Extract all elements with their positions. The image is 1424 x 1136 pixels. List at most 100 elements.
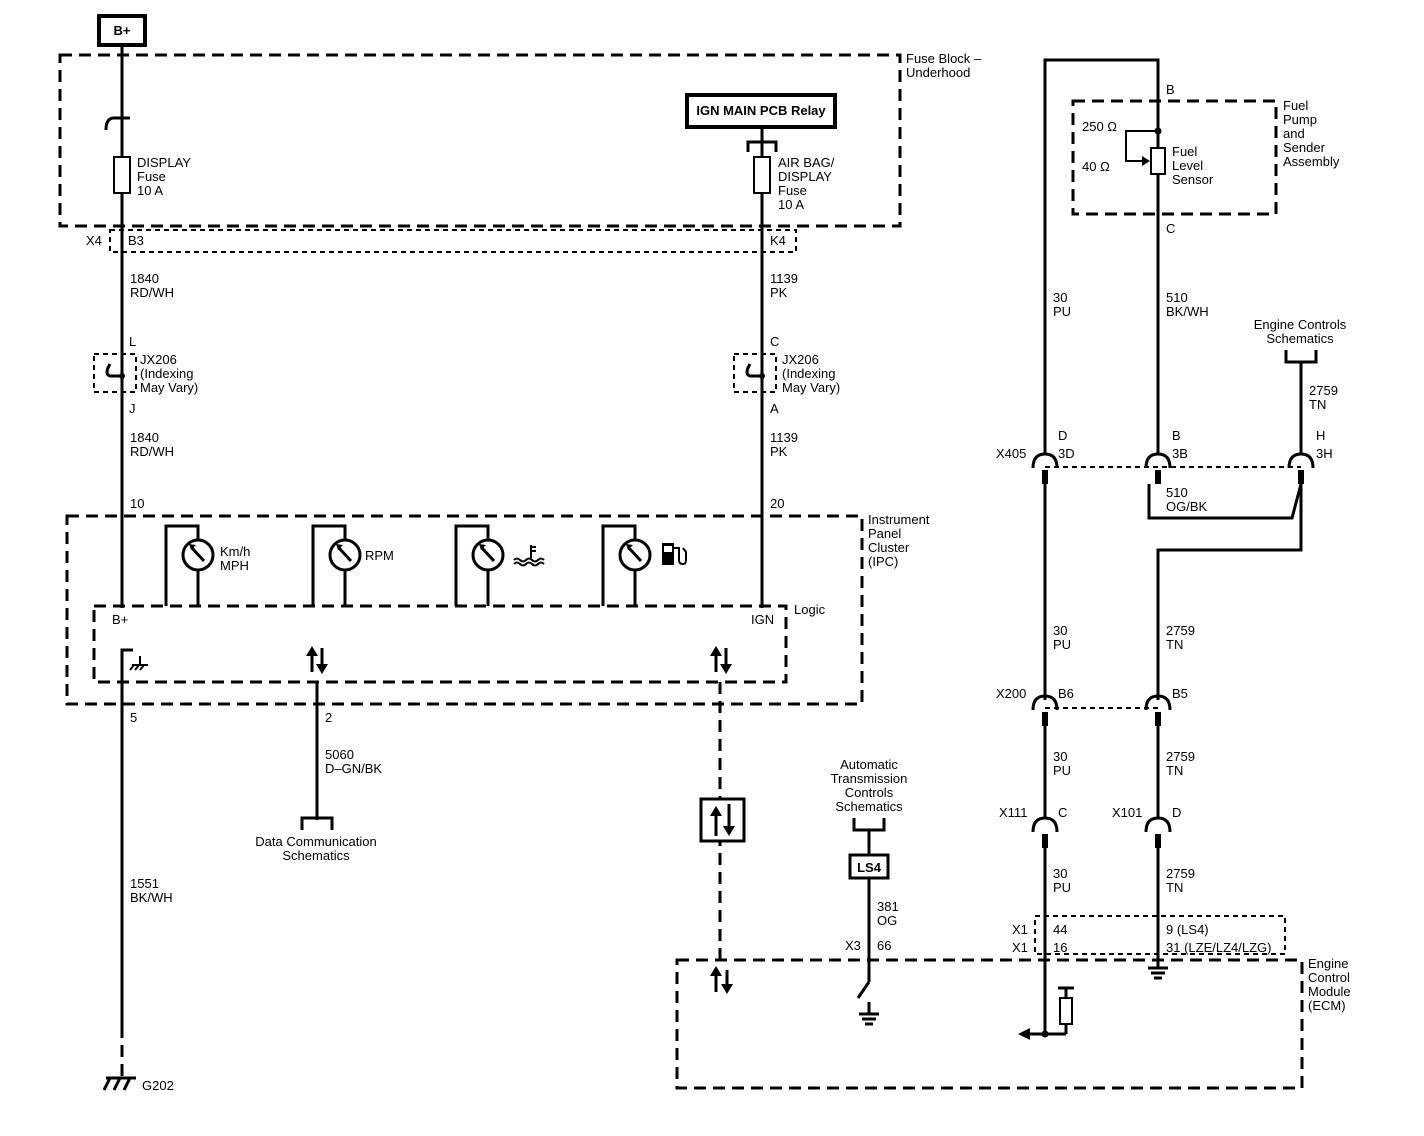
x200-terminals — [1031, 694, 1172, 726]
x405-pin-3h: 3H — [1316, 446, 1333, 461]
fuel-sensor-r-low: 40 Ω — [1082, 159, 1110, 174]
ecm-x3-pin-66: 66 — [877, 938, 891, 953]
ipc-internal-ground-icon — [129, 656, 148, 671]
w2759-color-b: TN — [1166, 637, 1183, 652]
w510b-color: OG/BK — [1166, 499, 1208, 514]
ecm-pin-44: 44 — [1053, 922, 1067, 937]
ecm-label-3: Module — [1308, 984, 1351, 999]
fuel-pump-pin-c: C — [1166, 221, 1175, 236]
fuel-sensor-label-2: Level — [1172, 158, 1203, 173]
ipc-pin-5: 5 — [130, 710, 137, 725]
relay-label: IGN MAIN PCB Relay — [696, 103, 826, 118]
ipc-data-bidirectional-icon — [306, 646, 328, 674]
coolant-temp-gauge — [454, 524, 505, 606]
splice-right-name-1: JX206 — [782, 352, 819, 367]
x405-label: X405 — [996, 446, 1026, 461]
airbag-fuse-label-2: DISPLAY — [778, 169, 832, 184]
fuse-block-label-2: Underhood — [906, 65, 970, 80]
splice-left-bottom: J — [129, 401, 136, 416]
w1139-color-a: PK — [770, 285, 788, 300]
display-fuse — [113, 156, 131, 194]
display-fuse-label-3: 10 A — [137, 183, 163, 198]
splice-left-top: L — [129, 334, 136, 349]
ipc-boundary — [65, 514, 864, 706]
w2759-num-a: 2759 — [1309, 383, 1338, 398]
ecm-pullup-resistor — [1059, 997, 1073, 1025]
ipc-logic-box — [92, 604, 788, 684]
w510a-color: BK/WH — [1166, 304, 1209, 319]
airbag-fuse-label-3: Fuse — [778, 183, 807, 198]
w2759-color-c: TN — [1166, 763, 1183, 778]
bplus-label: B+ — [114, 23, 131, 38]
serial-data-inline-box — [699, 797, 746, 843]
w1840-color-b: RD/WH — [130, 444, 174, 459]
splice-jx206-left — [93, 353, 137, 393]
display-fuse-label-1: DISPLAY — [137, 155, 191, 170]
splice-right-name-3: May Vary) — [782, 380, 840, 395]
x111-pin-c: C — [1058, 805, 1067, 820]
w381-num: 381 — [877, 899, 899, 914]
data-comm-label-1: Data Communication — [255, 834, 376, 849]
w30-color-c: PU — [1053, 763, 1071, 778]
splice-right-symbol — [745, 363, 762, 378]
fuel-sensor-wiper-arrow — [1142, 156, 1150, 166]
ecm-pin-31: 31 (LZE/LZ4/LZG) — [1166, 940, 1271, 955]
atc-label-4: Schematics — [835, 799, 903, 814]
x405-pin-b: B — [1172, 428, 1181, 443]
splice-jx206-right — [733, 353, 777, 393]
ipc-bplus-label: B+ — [112, 612, 128, 627]
ecm-boundary — [675, 958, 1304, 1090]
ecm-signal-ground-icon — [859, 1012, 879, 1026]
w1139-num-a: 1139 — [770, 271, 798, 286]
data-comm-label-2: Schematics — [282, 848, 350, 863]
ecm-pin-9: 9 (LS4) — [1166, 922, 1209, 937]
rpm-gauge-label: RPM — [365, 548, 394, 563]
fuel-level-sensor — [1150, 147, 1166, 175]
x111-x101-terminals — [1031, 816, 1172, 848]
coolant-temperature-icon — [513, 545, 545, 567]
fuel-sensor-label-1: Fuel — [1172, 144, 1197, 159]
w510b-num: 510 — [1166, 485, 1188, 500]
x4-label: X4 — [86, 233, 102, 248]
fuse-block-terminal-left — [104, 116, 130, 131]
ecm-internal-switch — [856, 981, 871, 999]
airbag-display-fuse — [753, 156, 771, 194]
splice-right-bottom: A — [770, 401, 779, 416]
w30-color-a: PU — [1053, 304, 1071, 319]
x405-pin-3b: 3B — [1172, 446, 1188, 461]
w30-num-b: 30 — [1053, 623, 1067, 638]
x200-label: X200 — [996, 686, 1026, 701]
w1840-color-a: RD/WH — [130, 285, 174, 300]
ign-main-pcb-relay — [685, 93, 837, 129]
engine-controls-label-1: Engine Controls — [1254, 317, 1347, 332]
x101-pin-d: D — [1172, 805, 1181, 820]
splice-left-symbol — [105, 363, 122, 378]
engine-controls-bracket — [1284, 350, 1318, 364]
display-fuse-label-2: Fuse — [137, 169, 166, 184]
x200-pin-b6: B6 — [1058, 686, 1074, 701]
wire-2759-crossover — [1156, 484, 1303, 700]
chassis-ground-icon — [102, 1076, 136, 1091]
x200-pin-b5: B5 — [1172, 686, 1188, 701]
fuel-pump-assembly — [1071, 99, 1278, 216]
wire-510-ogbk — [1147, 483, 1303, 520]
speed-gauge-label-2: MPH — [220, 558, 249, 573]
ipc-logic-label: Logic — [794, 602, 826, 617]
speed-gauge-label-1: Km/h — [220, 544, 250, 559]
w30-num-d: 30 — [1053, 866, 1067, 881]
fuel-pump-pin-b: B — [1166, 82, 1175, 97]
w510a-num: 510 — [1166, 290, 1188, 305]
w1139-color-b: PK — [770, 444, 788, 459]
airbag-fuse-label-1: AIR BAG/ — [778, 155, 835, 170]
speedometer-gauge — [164, 524, 215, 606]
wire-30-loop — [1043, 58, 1160, 455]
x405-pin-h: H — [1316, 428, 1325, 443]
g202-label: G202 — [142, 1078, 174, 1093]
fuel-pump-label-1: Fuel — [1283, 98, 1308, 113]
ecm-fuel-level-ground-icon — [1148, 966, 1168, 980]
x405-pin-3d: 3D — [1058, 446, 1075, 461]
ipc-ign-label: IGN — [751, 612, 774, 627]
ecm-input-node — [1041, 1030, 1049, 1038]
fuel-pump-label-5: Assembly — [1283, 154, 1340, 169]
splice-left-name-2: (Indexing — [140, 366, 193, 381]
